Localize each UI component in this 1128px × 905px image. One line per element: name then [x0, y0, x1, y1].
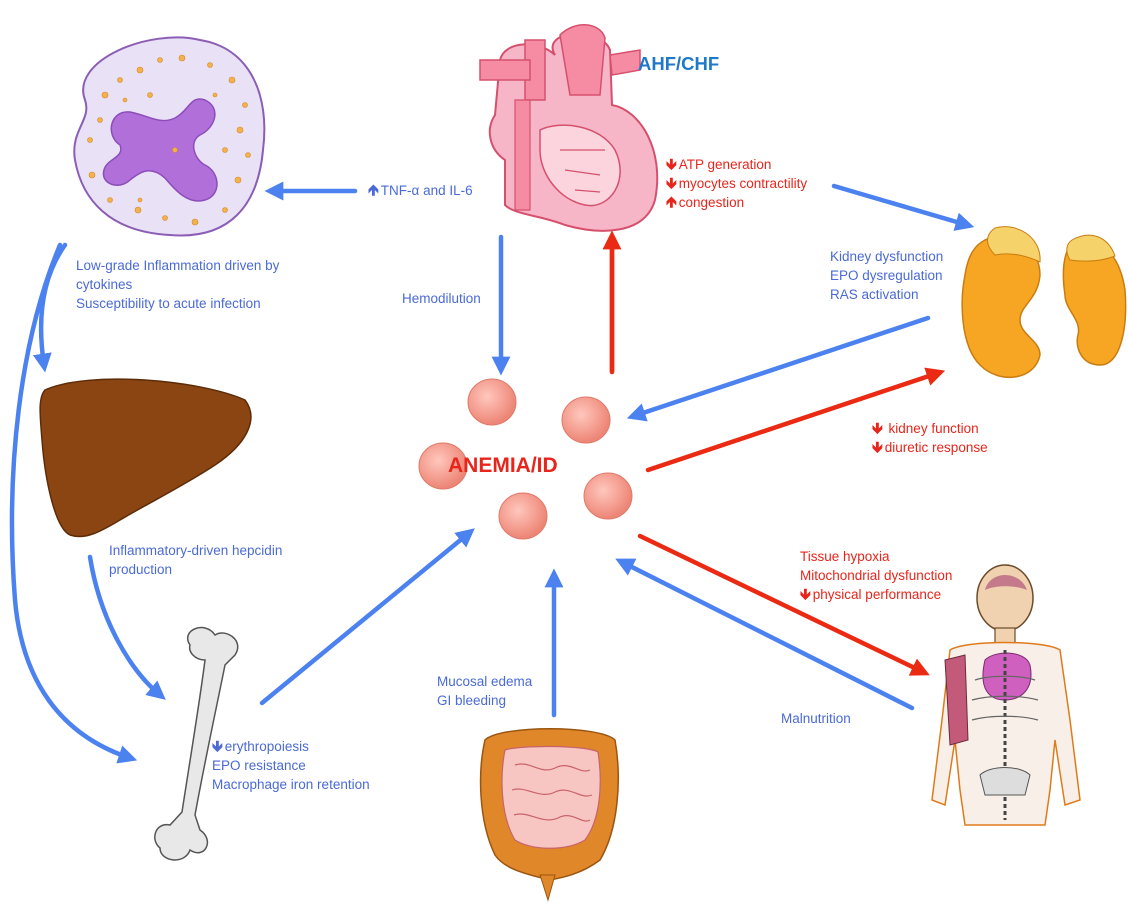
infection-text: Susceptibility to acute infection: [76, 294, 279, 313]
kidneys-icon: [962, 227, 1125, 378]
liver-icon: [40, 379, 251, 536]
malnutrition-label: Malnutrition: [781, 709, 851, 728]
red-blood-cell-icon: [499, 493, 547, 539]
kidney-function-text: kidney function: [889, 421, 979, 436]
mitochondrial-text: Mitochondrial dysfunction: [800, 566, 952, 585]
red-blood-cell-icon: [468, 379, 516, 425]
arrow-kidney-to-anemia: [634, 318, 928, 416]
hepcidin-text-1: Inflammatory-driven hepcidin: [109, 541, 282, 560]
malnutrition-text: Malnutrition: [781, 711, 851, 726]
inflammation-label: Low-grade Inflammation driven by cytokin…: [76, 256, 279, 313]
ras-activation-text: RAS activation: [830, 285, 943, 304]
tissue-label: Tissue hypoxia Mitochondrial dysfunction…: [800, 547, 952, 604]
epo-resistance-text: EPO resistance: [212, 756, 370, 775]
hepcidin-label: Inflammatory-driven hepcidin production: [109, 541, 282, 579]
kidney-effects-label: Kidney dysfunction EPO dysregulation RAS…: [830, 247, 943, 304]
physical-performance-text: physical performance: [813, 587, 941, 602]
down-arrow-icon: 🡻: [666, 175, 677, 192]
intestine-icon: [481, 729, 619, 900]
human-body-icon: [932, 565, 1080, 825]
heart-effects-label: 🡻ATP generation 🡻myocytes contractility …: [666, 155, 807, 212]
contractility-text: myocytes contractility: [679, 176, 807, 191]
kidney-function-label: 🡻 kidney function 🡻diuretic response: [872, 419, 988, 457]
macrophage-text: Macrophage iron retention: [212, 775, 370, 794]
congestion-text: congestion: [679, 195, 744, 210]
arrow-heart-to-kidney: [834, 186, 967, 225]
kidney-dysfunction-text: Kidney dysfunction: [830, 247, 943, 266]
erythropoiesis-text: erythropoiesis: [225, 739, 309, 754]
red-blood-cell-icon: [584, 473, 632, 519]
up-arrow-icon: 🡹: [666, 194, 677, 211]
inflammation-text-1: Low-grade Inflammation driven by: [76, 256, 279, 275]
diuretic-response-text: diuretic response: [885, 440, 988, 455]
hemodilution-text: Hemodilution: [402, 291, 481, 306]
bone-label: 🡻erythropoiesis EPO resistance Macrophag…: [212, 737, 370, 794]
center-label: ANEMIA/ID: [448, 454, 558, 477]
heart-icon: [480, 25, 657, 231]
gi-bleeding-text: GI bleeding: [437, 691, 532, 710]
tissue-hypoxia-text: Tissue hypoxia: [800, 547, 952, 566]
heart-label: AHF/CHF: [638, 53, 719, 74]
mucosal-edema-text: Mucosal edema: [437, 672, 532, 691]
epo-dysregulation-text: EPO dysregulation: [830, 266, 943, 285]
down-arrow-icon: 🡻: [872, 420, 883, 437]
neutrophil-icon: [74, 37, 264, 235]
down-arrow-icon: 🡻: [800, 586, 811, 603]
down-arrow-icon: 🡻: [666, 156, 677, 173]
inflammation-text-2: cytokines: [76, 275, 279, 294]
down-arrow-icon: 🡻: [872, 439, 883, 456]
down-arrow-icon: 🡻: [212, 738, 223, 755]
atp-text: ATP generation: [679, 157, 772, 172]
hepcidin-text-2: production: [109, 560, 282, 579]
gut-label: Mucosal edema GI bleeding: [437, 672, 532, 710]
up-arrow-icon: 🡹: [368, 182, 379, 199]
red-blood-cell-icon: [562, 397, 610, 443]
tnf-label: 🡹TNF-α and IL-6: [368, 181, 473, 200]
hemodilution-label: Hemodilution: [402, 289, 481, 308]
tnf-text: TNF-α and IL-6: [381, 183, 473, 198]
